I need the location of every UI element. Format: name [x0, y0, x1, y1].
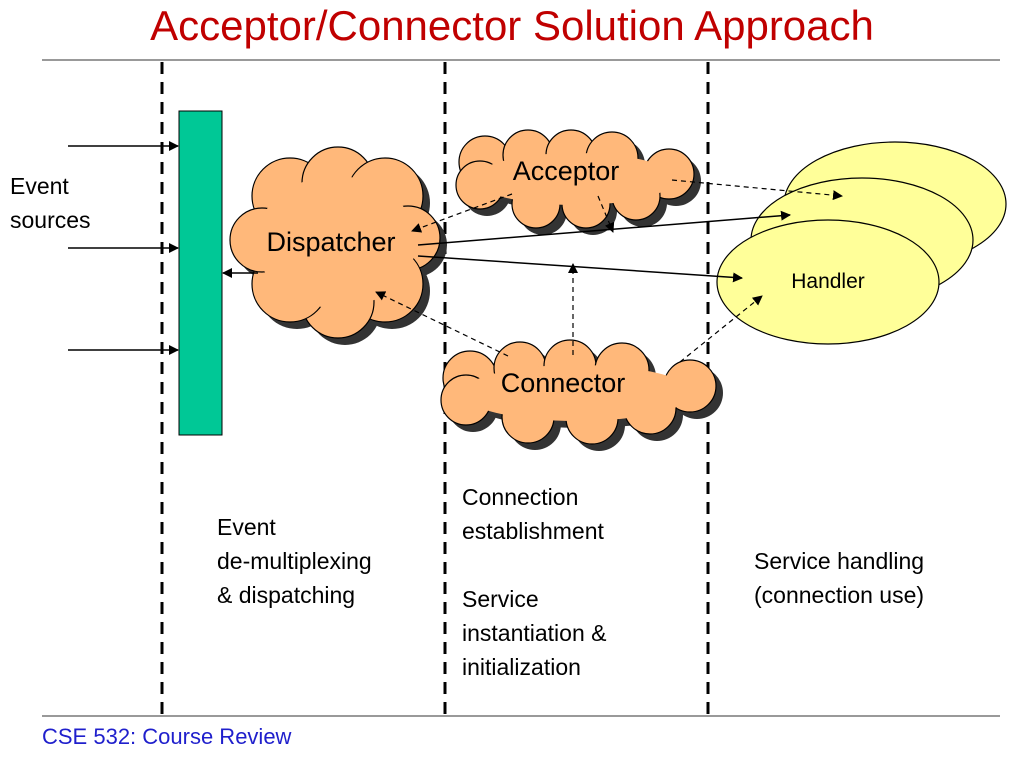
- connector-to-handler-arrow: [679, 295, 763, 363]
- handler-ellipse-front: [716, 219, 940, 345]
- acceptor-to-handler-arrow: [671, 179, 843, 201]
- connector-to-dispatcher-arrow: [375, 291, 509, 357]
- dispatcher-cloud: [229, 146, 447, 345]
- footer-course-label: CSE 532: Course Review: [42, 724, 292, 749]
- service-handling-column-label: Service handling (connection use): [754, 548, 925, 608]
- dispatcher-to-handler-arrow: [417, 255, 743, 283]
- demux-bar: [178, 110, 223, 436]
- acceptor-label: Acceptor: [513, 156, 620, 186]
- acceptor-to-handler-arrow: [597, 195, 615, 233]
- event-sources-label: Event sources: [10, 173, 91, 233]
- connector-cloud: [440, 339, 723, 451]
- handler-label: Handler: [791, 270, 865, 293]
- page-title: Acceptor/Connector Solution Approach: [150, 2, 874, 49]
- event-dispatching-column-label: Event de-multiplexing & dispatching: [217, 514, 372, 608]
- acceptor-cloud: [455, 129, 701, 235]
- connection-column-label: Connection establishment Service instant…: [462, 484, 607, 680]
- dispatcher-label: Dispatcher: [266, 227, 395, 257]
- connector-label: Connector: [501, 368, 626, 398]
- dispatcher-to-handler-arrow: [417, 210, 791, 246]
